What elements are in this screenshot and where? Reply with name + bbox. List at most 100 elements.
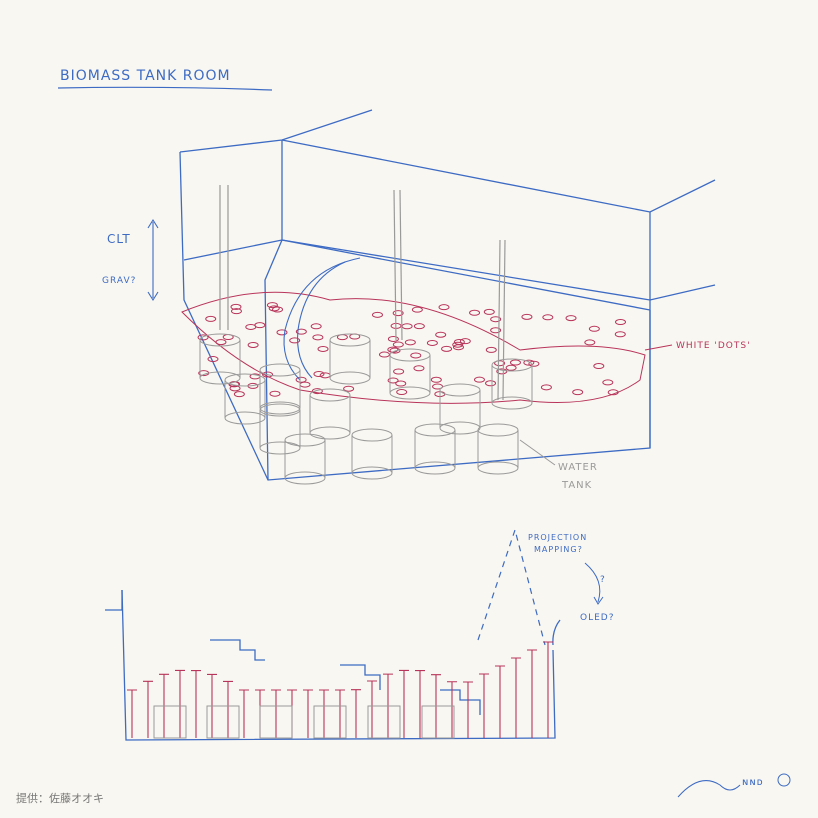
- svg-text:ɴɴᴅ: ɴɴᴅ: [742, 777, 764, 788]
- tank-top: [477, 423, 519, 437]
- dot: [233, 391, 245, 398]
- tank-top: [284, 433, 326, 447]
- dot: [262, 371, 274, 378]
- dot: [392, 341, 404, 348]
- double-arrow-icon: [584, 562, 604, 605]
- tank: [259, 705, 293, 739]
- dot: [542, 314, 554, 321]
- pole: [447, 681, 457, 738]
- tank-bottom: [284, 471, 326, 485]
- dot: [289, 337, 301, 344]
- tank-bottom: [224, 411, 266, 425]
- pole: [511, 657, 521, 738]
- tank-side: [284, 440, 326, 478]
- dot: [540, 384, 552, 391]
- tank-side: [309, 395, 351, 433]
- tank-bottom: [439, 421, 481, 435]
- water-tank: [351, 428, 393, 480]
- dot: [485, 346, 497, 353]
- pole: [175, 669, 185, 738]
- dot: [215, 339, 227, 346]
- dot: [254, 322, 266, 329]
- pole: [335, 689, 345, 738]
- dot: [295, 328, 307, 335]
- tank-top: [439, 383, 481, 397]
- water-tanks: [199, 333, 533, 485]
- water-tank: [259, 403, 301, 455]
- pole: [367, 680, 377, 738]
- tank-top: [414, 423, 456, 437]
- dot: [229, 385, 241, 392]
- dot: [523, 359, 535, 366]
- dot: [396, 389, 408, 396]
- tank-side: [491, 365, 533, 403]
- label-oled: OLED?: [580, 613, 615, 623]
- label-water: WATER: [558, 462, 598, 473]
- pole: [495, 665, 505, 738]
- tank-bottom: [389, 386, 431, 400]
- dot: [311, 388, 323, 395]
- tank-side: [477, 430, 519, 468]
- dot: [266, 302, 278, 309]
- dot: [393, 368, 405, 375]
- tank-side: [414, 430, 456, 468]
- tank-side: [199, 340, 241, 378]
- label-projection: PROJECTION: [528, 533, 587, 542]
- dot: [276, 329, 288, 336]
- dot: [410, 352, 422, 359]
- dot: [387, 335, 399, 342]
- dot: [413, 365, 425, 372]
- water-tank: [259, 363, 301, 415]
- water-tank: [199, 333, 241, 385]
- dot: [245, 323, 257, 330]
- dot: [485, 380, 497, 387]
- dot: [310, 323, 322, 330]
- pole: [415, 670, 425, 738]
- dot: [602, 379, 614, 386]
- photo-credit: 提供：佐藤オオキ: [16, 792, 104, 805]
- tank: [206, 705, 240, 739]
- tank-top: [351, 428, 393, 442]
- water-tank: [389, 348, 431, 400]
- dot: [371, 311, 383, 318]
- dot: [593, 363, 605, 370]
- section-tanks: [153, 705, 455, 739]
- dot: [426, 339, 438, 346]
- tank-bottom: [491, 396, 533, 410]
- white-dots: [197, 302, 627, 398]
- label-tank: TANK: [561, 480, 592, 491]
- pole: [479, 673, 489, 738]
- tank-bottom: [259, 401, 301, 415]
- dot: [295, 376, 307, 383]
- dot: [268, 305, 280, 312]
- dot: [473, 376, 485, 383]
- pole: [191, 669, 201, 738]
- dot: [441, 345, 453, 352]
- dot: [269, 390, 281, 397]
- dot: [387, 377, 399, 384]
- title-underline: [57, 86, 273, 91]
- dot: [607, 389, 619, 396]
- pole: [143, 680, 153, 738]
- spiral-stair: [283, 257, 361, 381]
- label-clt: CLT: [107, 232, 131, 246]
- dot: [572, 389, 584, 396]
- dot: [483, 308, 495, 315]
- tank-side: [439, 390, 481, 428]
- dot: [392, 310, 404, 317]
- undulating-floor: [181, 291, 646, 404]
- dot: [401, 323, 413, 330]
- dot: [313, 370, 325, 377]
- tank-side: [351, 435, 393, 473]
- pole: [271, 689, 281, 738]
- label-grav: GRAV?: [102, 276, 136, 286]
- dot: [230, 303, 242, 310]
- water-tank: [329, 333, 371, 385]
- tank-bottom: [329, 371, 371, 385]
- tank-bottom: [199, 371, 241, 385]
- dot: [438, 304, 450, 311]
- dot: [389, 347, 401, 354]
- dot: [317, 345, 329, 352]
- pole: [351, 689, 361, 738]
